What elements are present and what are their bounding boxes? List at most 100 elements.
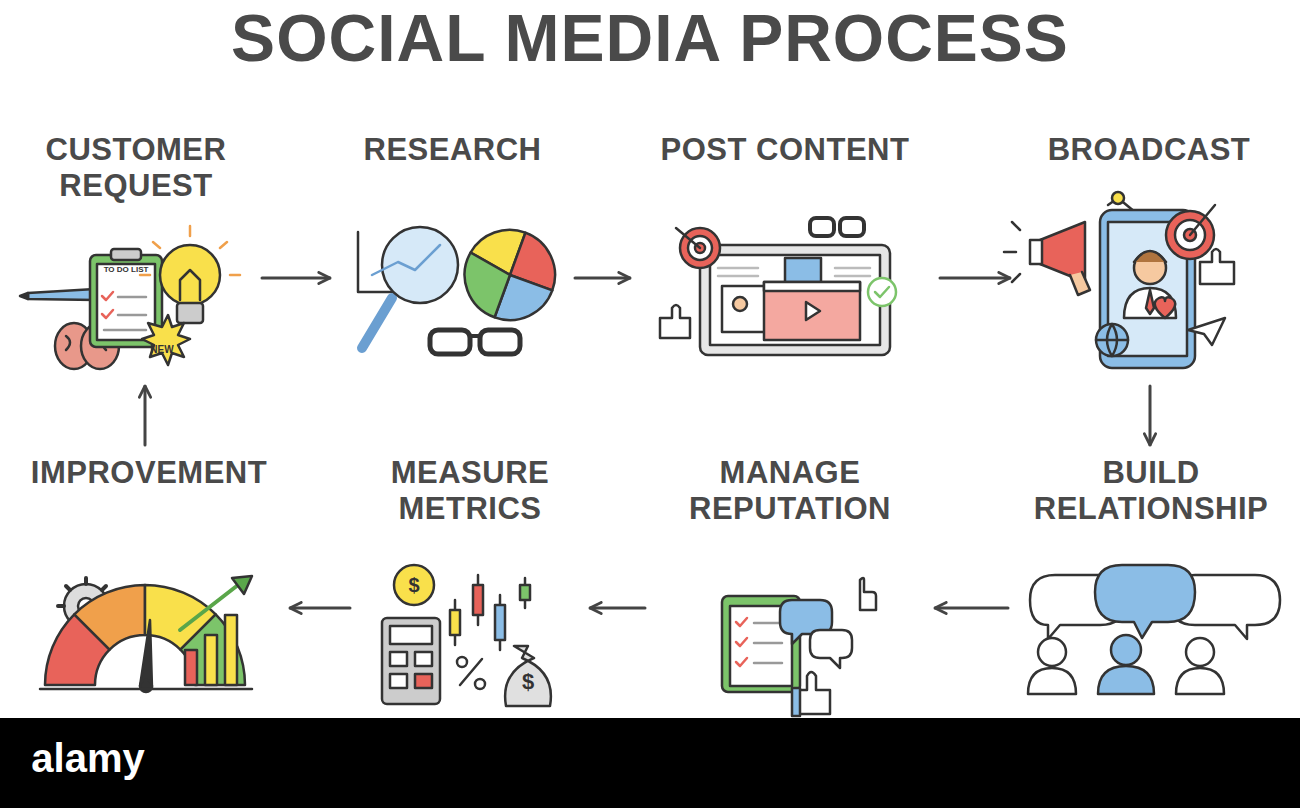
footer-bar	[0, 718, 1300, 808]
broadcast-icon-part	[1030, 240, 1042, 264]
metrics-icon-part	[390, 674, 407, 688]
request-icon-part	[102, 292, 113, 318]
request-icon-part	[177, 303, 203, 323]
relationship-icon-part	[1176, 668, 1224, 694]
metrics-icon-part	[382, 618, 440, 704]
page-title: SOCIAL MEDIA PROCESS	[0, 2, 1300, 75]
flow-arrow	[575, 277, 630, 280]
flow-arrow	[290, 607, 350, 610]
broadcast-icon-part	[1096, 324, 1128, 356]
metrics-icon-part	[415, 652, 432, 666]
relationship-icon-part	[1095, 565, 1195, 638]
reputation-icon	[722, 578, 876, 716]
improvement-icon-part	[180, 614, 245, 685]
content-icon-part	[700, 245, 890, 355]
metrics-icon-part	[390, 626, 432, 644]
process-step: MANAGE REPUTATION	[655, 455, 925, 702]
content-icon-part	[806, 302, 820, 320]
content-icon-part	[676, 228, 700, 248]
process-step: POST CONTENT	[640, 132, 930, 376]
request-icon-part	[111, 249, 141, 260]
icon-text: NEW	[147, 344, 177, 355]
content-icon-part	[840, 218, 864, 236]
research-icon	[358, 227, 555, 354]
flow-arrow	[940, 277, 1010, 280]
step-heading: BROADCAST	[1020, 132, 1278, 168]
content-icon-part	[660, 305, 690, 338]
metrics-icon-part	[495, 605, 505, 640]
content-icon-part	[733, 297, 747, 311]
broadcast-icon-part	[1146, 290, 1154, 314]
relationship-icon-part	[1186, 638, 1214, 666]
relationship-icon-part	[1038, 638, 1066, 666]
improvement-icon-part	[225, 615, 237, 685]
content-icon-part	[764, 282, 860, 340]
relationship-icon	[1028, 565, 1280, 694]
research-icon-part	[362, 298, 392, 348]
improvement-icon-part	[74, 585, 145, 650]
improvement-icon-part	[232, 576, 252, 594]
step-heading: MEASURE METRICS	[360, 455, 580, 526]
reputation-icon-part	[792, 688, 800, 716]
step-heading: IMPROVEMENT	[18, 455, 280, 491]
process-step: RESEARCH	[340, 132, 565, 376]
broadcast-icon-part	[1190, 205, 1215, 235]
content-icon-part	[868, 278, 896, 306]
relationship-icon-part	[1111, 635, 1141, 665]
research-icon-part	[470, 334, 480, 338]
broadcast-icon	[1004, 192, 1234, 368]
flow-arrow	[590, 607, 645, 610]
flow-arrow	[1149, 386, 1152, 445]
research-icon-part	[430, 330, 470, 354]
icon-text: $	[402, 574, 426, 596]
content-icon-part	[785, 258, 821, 284]
request-icon	[20, 226, 240, 369]
relationship-icon-part	[1028, 668, 1076, 694]
step-heading: MANAGE REPUTATION	[655, 455, 925, 526]
metrics-icon-part	[415, 674, 432, 688]
broadcast-icon-part	[1200, 249, 1234, 284]
flow-arrow	[935, 607, 1008, 610]
broadcast-icon-part	[1155, 297, 1176, 318]
content-icon-part	[710, 255, 880, 345]
step-heading: RESEARCH	[340, 132, 565, 168]
metrics-icon-part	[457, 657, 467, 667]
improvement-icon-part	[185, 650, 197, 685]
metrics-icon-part	[450, 610, 460, 635]
request-icon-part	[160, 245, 220, 305]
step-heading: CUSTOMER REQUEST	[20, 132, 252, 203]
reputation-icon-part	[860, 578, 876, 610]
icon-text: TO DO LIST	[99, 266, 153, 275]
metrics-icon-part	[475, 679, 485, 689]
process-step: BUILD RELATIONSHIP	[1018, 455, 1284, 702]
research-icon-part	[372, 245, 440, 275]
request-icon-part	[20, 293, 28, 299]
broadcast-icon-part	[1124, 288, 1176, 318]
metrics-icon-part	[473, 585, 483, 615]
process-step: CUSTOMER REQUEST	[20, 132, 252, 376]
reputation-icon-part	[810, 630, 852, 668]
improvement-icon-part	[205, 635, 217, 685]
content-icon-part	[810, 218, 834, 236]
reputation-icon-part	[736, 618, 747, 666]
broadcast-icon-part	[1188, 318, 1225, 345]
improvement-icon	[40, 576, 252, 692]
content-icon-part	[764, 282, 860, 291]
process-step: IMPROVEMENT	[18, 455, 280, 702]
reputation-icon-part	[754, 623, 782, 663]
improvement-icon-part	[180, 585, 238, 630]
request-icon-part	[180, 270, 200, 300]
broadcast-icon-part	[1134, 251, 1166, 262]
research-icon-part	[465, 253, 510, 318]
request-icon-part	[90, 255, 162, 347]
metrics-icon-part	[394, 565, 434, 605]
flow-arrow	[144, 386, 147, 445]
broadcast-icon-part	[1112, 192, 1124, 204]
broadcast-icon-part	[1070, 272, 1090, 295]
metrics-icon-part	[520, 585, 530, 600]
research-icon-part	[480, 330, 520, 354]
relationship-icon-part	[1098, 666, 1154, 694]
broadcast-icon-part	[1096, 324, 1128, 356]
metrics-icon-part	[455, 575, 525, 650]
